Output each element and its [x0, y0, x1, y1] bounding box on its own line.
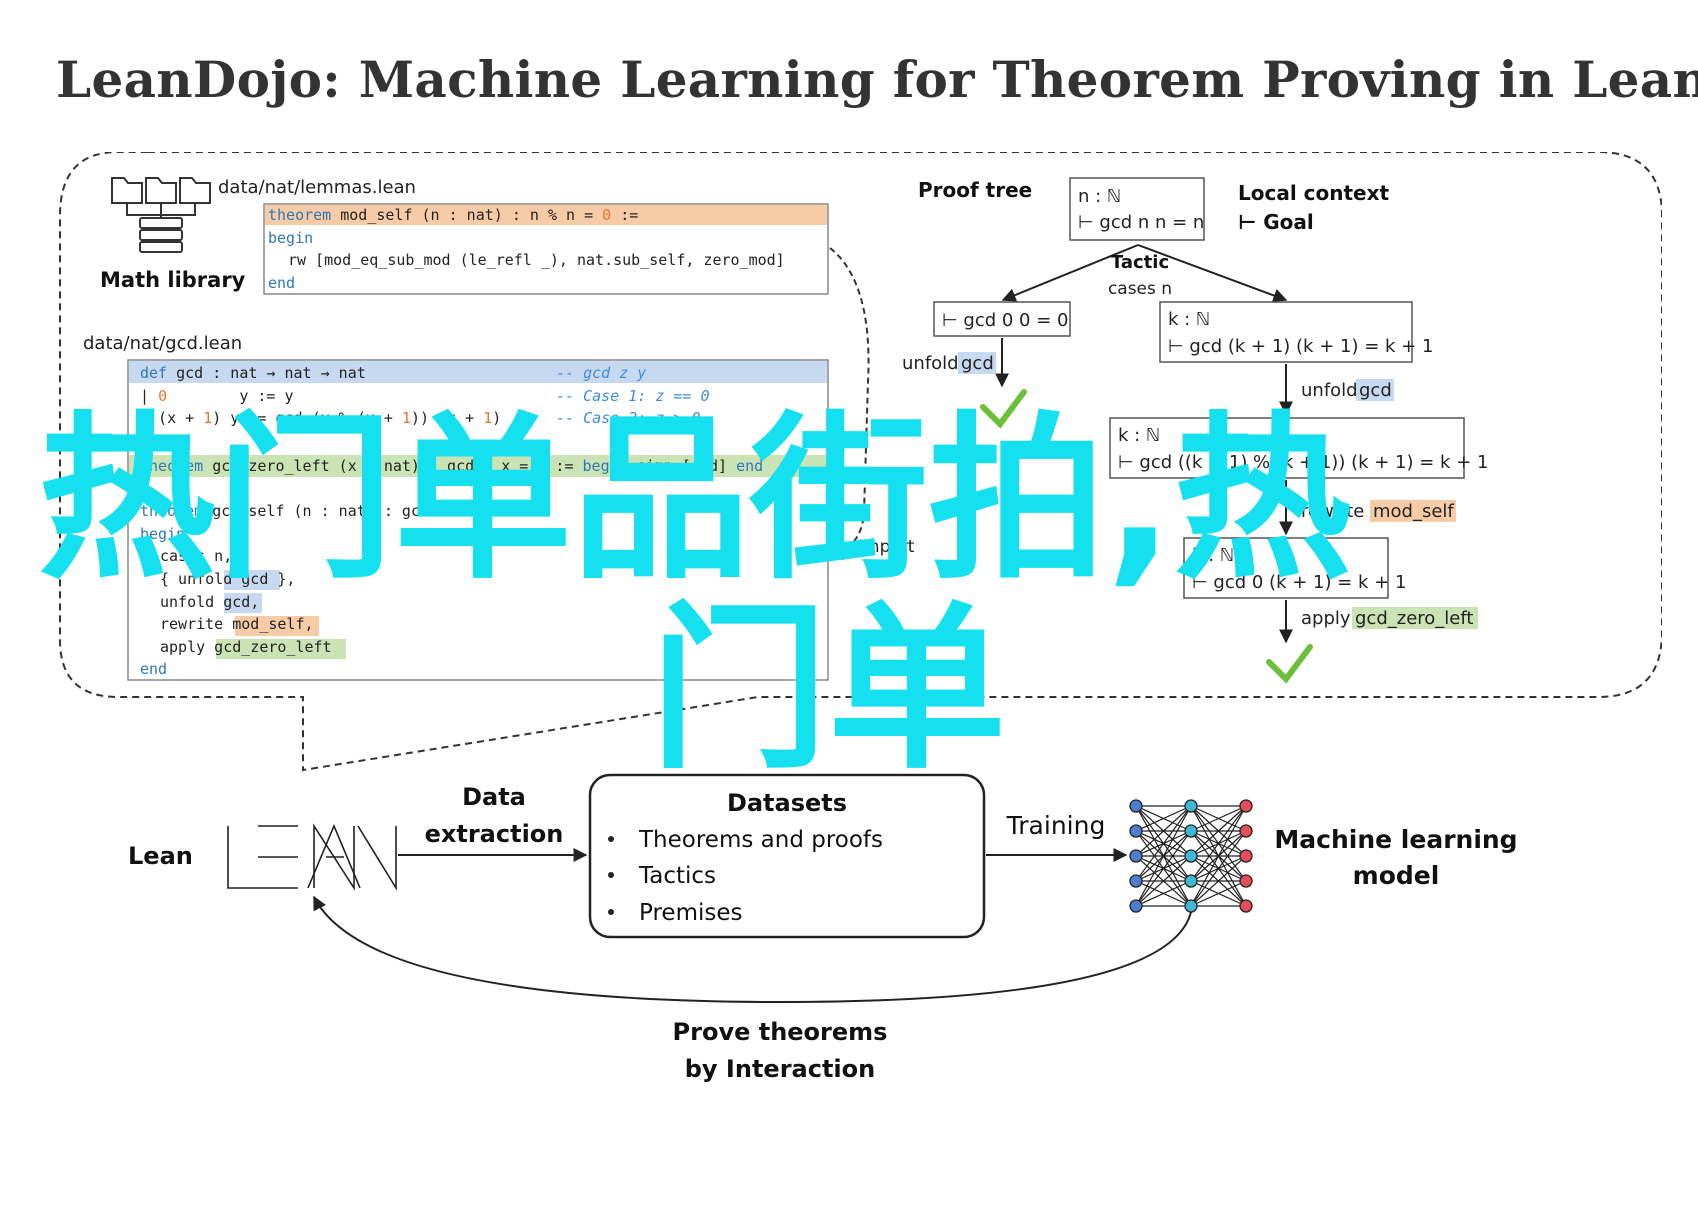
- code2-cases: cases n,: [160, 547, 232, 565]
- code1-header: theorem mod_self (n : nat) : n % n = 0 :…: [268, 206, 638, 224]
- code2-def-comment: -- gcd z y: [556, 364, 646, 382]
- code-box-gcd: def gcd : nat → nat → nat -- gcd z y | 0…: [127, 359, 829, 681]
- diagram-svg: Math library data/nat/lemmas.lean theore…: [59, 151, 1663, 1083]
- math-library-label: Math library: [100, 268, 246, 292]
- root-context: n : ℕ: [1078, 186, 1121, 207]
- code2-unfold-brace: { unfold gcd },: [160, 570, 295, 588]
- step2-goal: ⊢ gcd ((k + 1) % (k + 1)) (k + 1) = k + …: [1118, 452, 1488, 473]
- code2-def: def gcd : nat → nat → nat: [140, 364, 366, 382]
- step3-goal: ⊢ gcd 0 (k + 1) = k + 1: [1192, 572, 1406, 593]
- page-title: LeanDojo: Machine Learning for Theorem P…: [56, 50, 1698, 109]
- file2-name: data/nat/gcd.lean: [83, 333, 242, 354]
- math-library-icon: [111, 177, 211, 253]
- unfold-left-name: gcd: [961, 353, 994, 374]
- datasets-item-3: Premises: [639, 900, 742, 926]
- nn-node: [1184, 899, 1198, 913]
- nn-node: [1129, 899, 1143, 913]
- interaction-arrow: [313, 895, 1192, 1004]
- check-icon: [1266, 644, 1313, 684]
- rewrite-prefix: rewrite: [1301, 501, 1364, 522]
- tactic-label: Tactic: [1111, 252, 1169, 273]
- code1-end: end: [268, 274, 295, 292]
- code1-begin: begin: [268, 229, 313, 247]
- import-label: Import: [858, 537, 915, 557]
- data-extraction-l1: Data: [462, 783, 526, 811]
- apply-prefix: apply: [1301, 608, 1351, 629]
- training-label: Training: [1006, 811, 1106, 840]
- nn-node: [1129, 874, 1143, 888]
- code2-theorem-self: theorem gcd_self (n : nat) : gcd n n = n…: [140, 502, 528, 520]
- code2-rewrite: rewrite mod_self,: [160, 615, 314, 633]
- right-goal: ⊢ gcd (k + 1) (k + 1) = k + 1: [1168, 336, 1433, 357]
- right-context: k : ℕ: [1168, 309, 1210, 330]
- datasets-title: Datasets: [727, 789, 847, 817]
- code2-case0: | 0 y := y: [140, 387, 294, 405]
- code2-end: end: [140, 660, 167, 678]
- prove-label-l2: by Interaction: [685, 1055, 875, 1083]
- code1-rw: rw [mod_eq_sub_mod (le_refl _), nat.sub_…: [288, 251, 785, 269]
- left-goal: ⊢ gcd 0 0 = 0: [942, 310, 1068, 331]
- code-box-lemmas: theorem mod_self (n : nat) : n % n = 0 :…: [263, 203, 829, 295]
- lean-label: Lean: [128, 842, 193, 870]
- nn-node: [1129, 799, 1143, 813]
- nn-node: [1239, 799, 1253, 813]
- tree-edge-right: [1137, 244, 1288, 303]
- model-label-l1: Machine learning: [1274, 825, 1517, 854]
- root-goal: ⊢ gcd n n = n: [1078, 212, 1204, 233]
- nn-node: [1239, 849, 1253, 863]
- neural-network-icon: [1129, 799, 1253, 913]
- code2-case0-comment: -- Case 1: z == 0: [556, 387, 710, 405]
- nn-node: [1184, 824, 1198, 838]
- check-icon: [980, 389, 1027, 429]
- dashed-bubble: [59, 151, 1663, 772]
- import-arrow: [828, 247, 870, 560]
- nn-node: [1239, 899, 1253, 913]
- datasets-item-2: Tactics: [638, 863, 716, 889]
- legend-local-context: Local context: [1238, 181, 1390, 205]
- unfold-left-prefix: unfold: [902, 353, 959, 374]
- datasets-box: Datasets Theorems and proofs Tactics Pre…: [588, 773, 986, 939]
- tactic-value: cases n: [1108, 279, 1172, 299]
- code2-case1: | (x + 1) y := gcd (y % (x + 1)) (x + 1): [140, 409, 501, 427]
- nn-node: [1184, 849, 1198, 863]
- lean-logo-icon: [227, 823, 397, 891]
- datasets-item-1: Theorems and proofs: [638, 827, 883, 853]
- figure: Math library data/nat/lemmas.lean theore…: [58, 151, 1663, 1197]
- code2-unfold: unfold gcd,: [160, 593, 259, 611]
- model-label-l2: model: [1353, 861, 1440, 890]
- proof-tree-label: Proof tree: [918, 178, 1032, 202]
- proof-step3-node: k : ℕ ⊢ gcd 0 (k + 1) = k + 1: [1183, 537, 1406, 599]
- file1-name: data/nat/lemmas.lean: [218, 177, 416, 198]
- nn-node: [1184, 874, 1198, 888]
- nn-node: [1129, 849, 1143, 863]
- nn-node: [1184, 799, 1198, 813]
- proof-right-node: k : ℕ ⊢ gcd (k + 1) (k + 1) = k + 1: [1159, 301, 1433, 363]
- data-extraction-l2: extraction: [425, 820, 564, 848]
- legend-goal: ⊢ Goal: [1238, 210, 1314, 234]
- rewrite-name: mod_self: [1373, 501, 1454, 522]
- nn-node: [1129, 824, 1143, 838]
- unfold-right-name: gcd: [1359, 380, 1392, 401]
- proof-step2-node: k : ℕ ⊢ gcd ((k + 1) % (k + 1)) (k + 1) …: [1109, 417, 1488, 479]
- proof-left-node: ⊢ gcd 0 0 = 0: [933, 301, 1071, 337]
- code2-case1-comment: -- Case 2: z > 0: [556, 409, 701, 427]
- code2-apply: apply gcd_zero_left: [160, 638, 332, 656]
- prove-label-l1: Prove theorems: [673, 1018, 888, 1046]
- nn-node: [1239, 824, 1253, 838]
- code2-begin: begin: [140, 525, 185, 543]
- apply-name: gcd_zero_left: [1355, 608, 1473, 629]
- nn-node: [1239, 874, 1253, 888]
- proof-root-node: n : ℕ ⊢ gcd n n = n: [1069, 177, 1205, 241]
- code2-theorem-zero: theorem gcd_zero_left (x : nat) : gcd 0 …: [140, 457, 763, 475]
- unfold-right-prefix: unfold: [1301, 380, 1358, 401]
- tree-edge-left: [1001, 244, 1139, 302]
- step2-context: k : ℕ: [1118, 425, 1160, 446]
- step3-context: k : ℕ: [1192, 545, 1234, 566]
